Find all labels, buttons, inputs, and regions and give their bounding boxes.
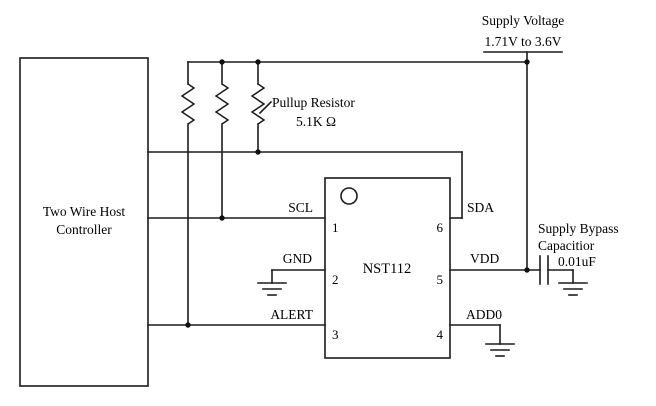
pin-label-alert: ALERT (270, 307, 313, 322)
pin-number-2: 2 (332, 272, 339, 287)
junction-dot (524, 59, 530, 65)
junction-dot (255, 149, 261, 155)
pullup-pointer-line (258, 100, 273, 115)
pullup-resistor-1 (180, 61, 196, 326)
pullup-label: Pullup Resistor (272, 95, 355, 110)
junction-dot (255, 59, 261, 65)
pullup-resistor-2 (214, 61, 230, 219)
bypass-label-line2: Capacitior (538, 238, 595, 253)
pin-label-gnd: GND (283, 251, 312, 266)
junction-dot (219, 215, 225, 221)
pullup-resistor-3 (250, 61, 266, 153)
resistor-zigzag (180, 83, 196, 125)
ic-body (324, 177, 451, 359)
bypass-value: 0.01uF (558, 254, 596, 269)
pin-number-3: 3 (332, 327, 339, 342)
junction-dots (185, 59, 530, 328)
pin-label-add0: ADD0 (466, 307, 502, 322)
pullup-value: 5.1K Ω (296, 114, 336, 129)
host-controller-box (19, 57, 149, 387)
ground-symbol-cap (558, 269, 588, 296)
pin-label-vdd: VDD (470, 251, 499, 266)
resistor-zigzag (250, 83, 266, 125)
resistor-zigzag (214, 83, 230, 125)
supply-voltage-range: 1.71V to 3.6V (484, 34, 561, 49)
ic-name-label: NST112 (363, 261, 412, 277)
junction-dot (185, 322, 191, 328)
host-controller-label-line2: Controller (56, 222, 112, 237)
pin-label-sda: SDA (467, 200, 494, 215)
host-controller-label-line1: Two Wire Host (43, 204, 126, 219)
ground-symbol-add0 (485, 324, 515, 357)
junction-dot (524, 267, 530, 273)
bypass-capacitor (539, 255, 574, 285)
supply-voltage-label: Supply Voltage (482, 13, 564, 28)
pin-number-4: 4 (437, 327, 444, 342)
pin-number-6: 6 (437, 220, 444, 235)
bypass-label-line1: Supply Bypass (538, 221, 619, 236)
pin-number-1: 1 (332, 220, 339, 235)
ground-symbol-gnd (257, 269, 287, 296)
pin-label-scl: SCL (288, 200, 313, 215)
junction-dot (219, 59, 225, 65)
ic-pin1-indicator-circle (340, 187, 358, 205)
pin-number-5: 5 (437, 272, 444, 287)
